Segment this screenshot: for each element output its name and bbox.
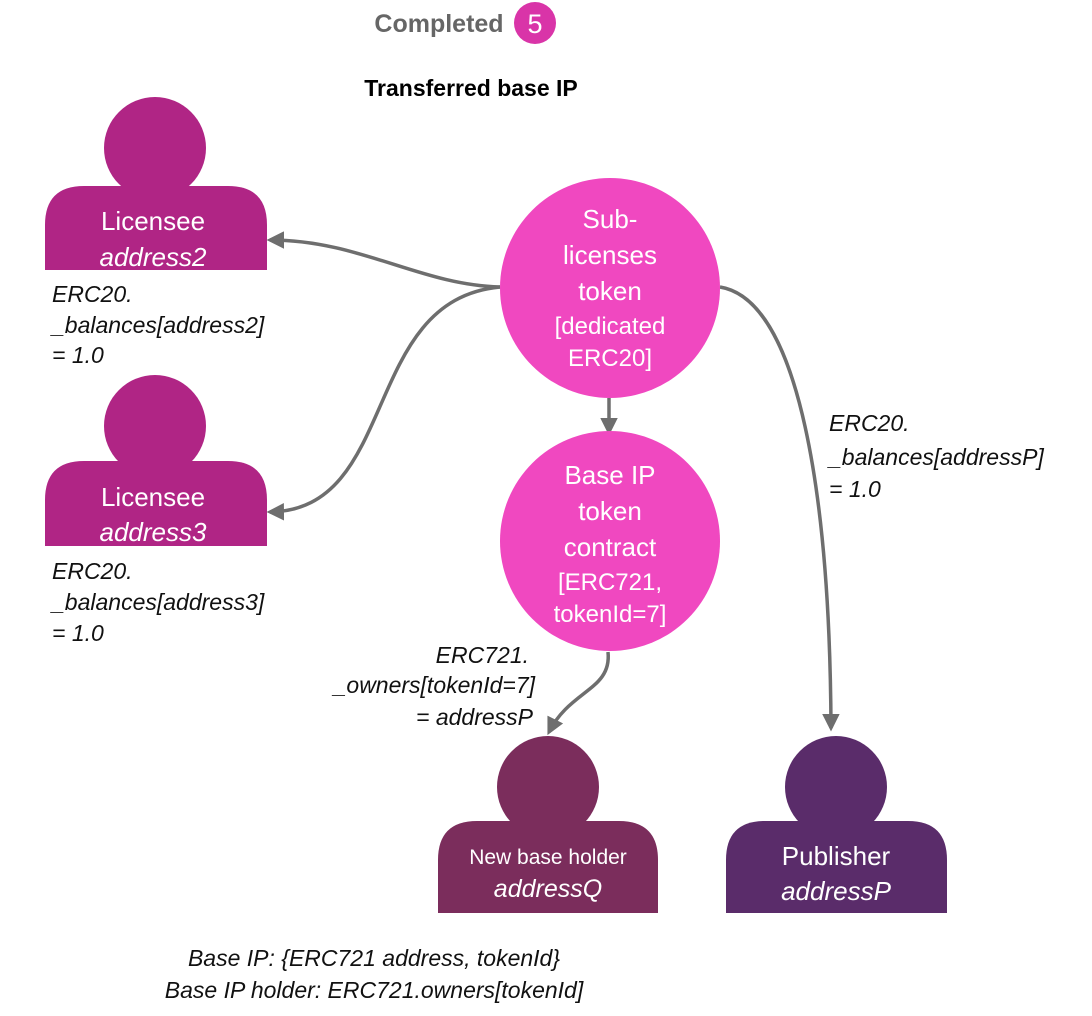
step-badge <box>514 2 556 44</box>
publisher-node: Publisher addressP <box>726 736 947 913</box>
annotation-line: _balances[address2] <box>50 312 265 338</box>
token-label-line: Sub- <box>583 204 638 234</box>
holder-role-label: New base holder <box>469 846 627 869</box>
annotation-line: ERC20. <box>52 281 133 307</box>
annotation-line: _balances[addressP] <box>827 444 1044 470</box>
status-label: Completed <box>374 10 503 38</box>
person-head-icon <box>785 736 887 838</box>
step-number: 5 <box>527 9 542 39</box>
annotation-line: = 1.0 <box>829 476 881 502</box>
person-body-icon <box>45 461 267 546</box>
person-head-icon <box>104 97 206 199</box>
person-body-icon <box>726 821 947 913</box>
token-label-line: token <box>578 276 642 306</box>
person-body-icon <box>438 821 658 913</box>
annotation-line: _owners[tokenId=7] <box>332 672 536 698</box>
owners-annotation: ERC721. _owners[tokenId=7] = addressP <box>332 642 536 730</box>
token-label-line: Base IP <box>564 460 655 490</box>
base-ip-token-contract-node: Base IP token contract [ERC721, tokenId=… <box>500 431 720 651</box>
new-base-holder-node: New base holder addressQ <box>438 736 658 913</box>
balance-address3-annotation: ERC20. _balances[address3] = 1.0 <box>50 558 265 646</box>
person-head-icon <box>497 736 599 838</box>
annotation-line: _balances[address3] <box>50 589 265 615</box>
publisher-address-label: addressP <box>781 876 891 906</box>
footer-base-ip-line: Base IP: {ERC721 address, tokenId} <box>188 945 560 971</box>
licensee-address3-node: Licensee address3 <box>45 375 267 547</box>
token-label-line: licenses <box>563 240 657 270</box>
arrow-to-licensee-address3 <box>266 285 501 521</box>
annotation-line: ERC721. <box>436 642 529 668</box>
annotation-line: = addressP <box>416 704 534 730</box>
holder-address-label: addressQ <box>494 875 602 903</box>
token-label-line: token <box>578 496 642 526</box>
publisher-role-label: Publisher <box>782 841 891 871</box>
token-circle <box>500 431 720 651</box>
annotation-line: ERC20. <box>829 410 910 436</box>
diagram-title: Transferred base IP <box>364 75 578 101</box>
token-circle <box>500 178 720 398</box>
sub-licenses-token-node: Sub- licenses token [dedicated ERC20] <box>500 178 720 398</box>
licensee-address-label: address2 <box>100 242 207 272</box>
person-body-icon <box>45 186 267 270</box>
annotation-line: = 1.0 <box>52 342 104 368</box>
arrow-to-licensee-address2 <box>266 231 501 289</box>
person-head-icon <box>104 375 206 477</box>
licensee-role-label: Licensee <box>101 206 205 236</box>
licensee-role-label: Licensee <box>101 482 205 512</box>
licensee-address-label: address3 <box>100 517 207 547</box>
token-label-line: ERC20] <box>568 345 652 372</box>
licensee-address2-node: Licensee address2 <box>45 97 267 272</box>
arrow-to-publisher <box>719 285 840 732</box>
token-label-line: [dedicated <box>555 313 666 340</box>
arrow-to-new-base-holder <box>547 651 610 736</box>
balance-addressP-annotation: ERC20. _balances[addressP] = 1.0 <box>827 410 1044 502</box>
annotation-line: = 1.0 <box>52 620 104 646</box>
annotation-line: ERC20. <box>52 558 133 584</box>
balance-address2-annotation: ERC20. _balances[address2] = 1.0 <box>50 281 265 368</box>
token-label-line: [ERC721, <box>558 569 662 596</box>
token-label-line: tokenId=7] <box>554 601 667 628</box>
token-label-line: contract <box>564 532 657 562</box>
footer-base-ip-holder-line: Base IP holder: ERC721.owners[tokenId] <box>165 977 584 1003</box>
